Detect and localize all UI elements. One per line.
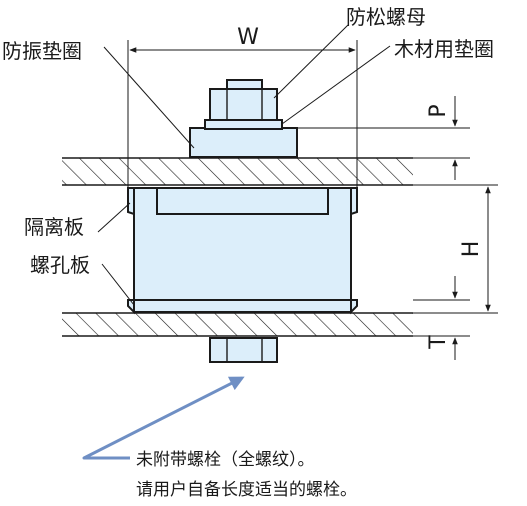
leader-lines	[97, 24, 391, 306]
lock-nut-shape	[209, 79, 278, 121]
t-dimension: T	[413, 276, 470, 360]
label-lock-nut: 防松螺母	[346, 5, 426, 29]
lower-board	[62, 312, 413, 337]
mount-body	[127, 187, 358, 315]
label-threaded-plate: 螺孔板	[30, 253, 90, 277]
p-dimension: P	[297, 96, 470, 180]
h-dimension: H	[413, 184, 498, 314]
width-dimension: W	[127, 25, 358, 188]
note-arrow	[82, 376, 245, 460]
anti-vibration-washer-shape	[189, 127, 298, 158]
note-line-2: 请用户自备长度适当的螺栓。	[136, 480, 357, 500]
upper-board	[62, 157, 413, 186]
h-label: H	[459, 241, 484, 258]
t-label: T	[426, 335, 451, 350]
wood-washer-shape	[204, 119, 283, 130]
width-label: W	[237, 25, 259, 50]
p-label: P	[426, 104, 451, 117]
label-wood-washer: 木材用垫圈	[394, 37, 494, 61]
label-anti-vibration-washer: 防振垫圈	[2, 39, 82, 63]
note-line-1: 未附带螺栓（全螺纹）。	[136, 450, 315, 470]
label-spacer-plate: 隔离板	[24, 215, 84, 239]
bottom-nut-shape	[209, 337, 278, 363]
